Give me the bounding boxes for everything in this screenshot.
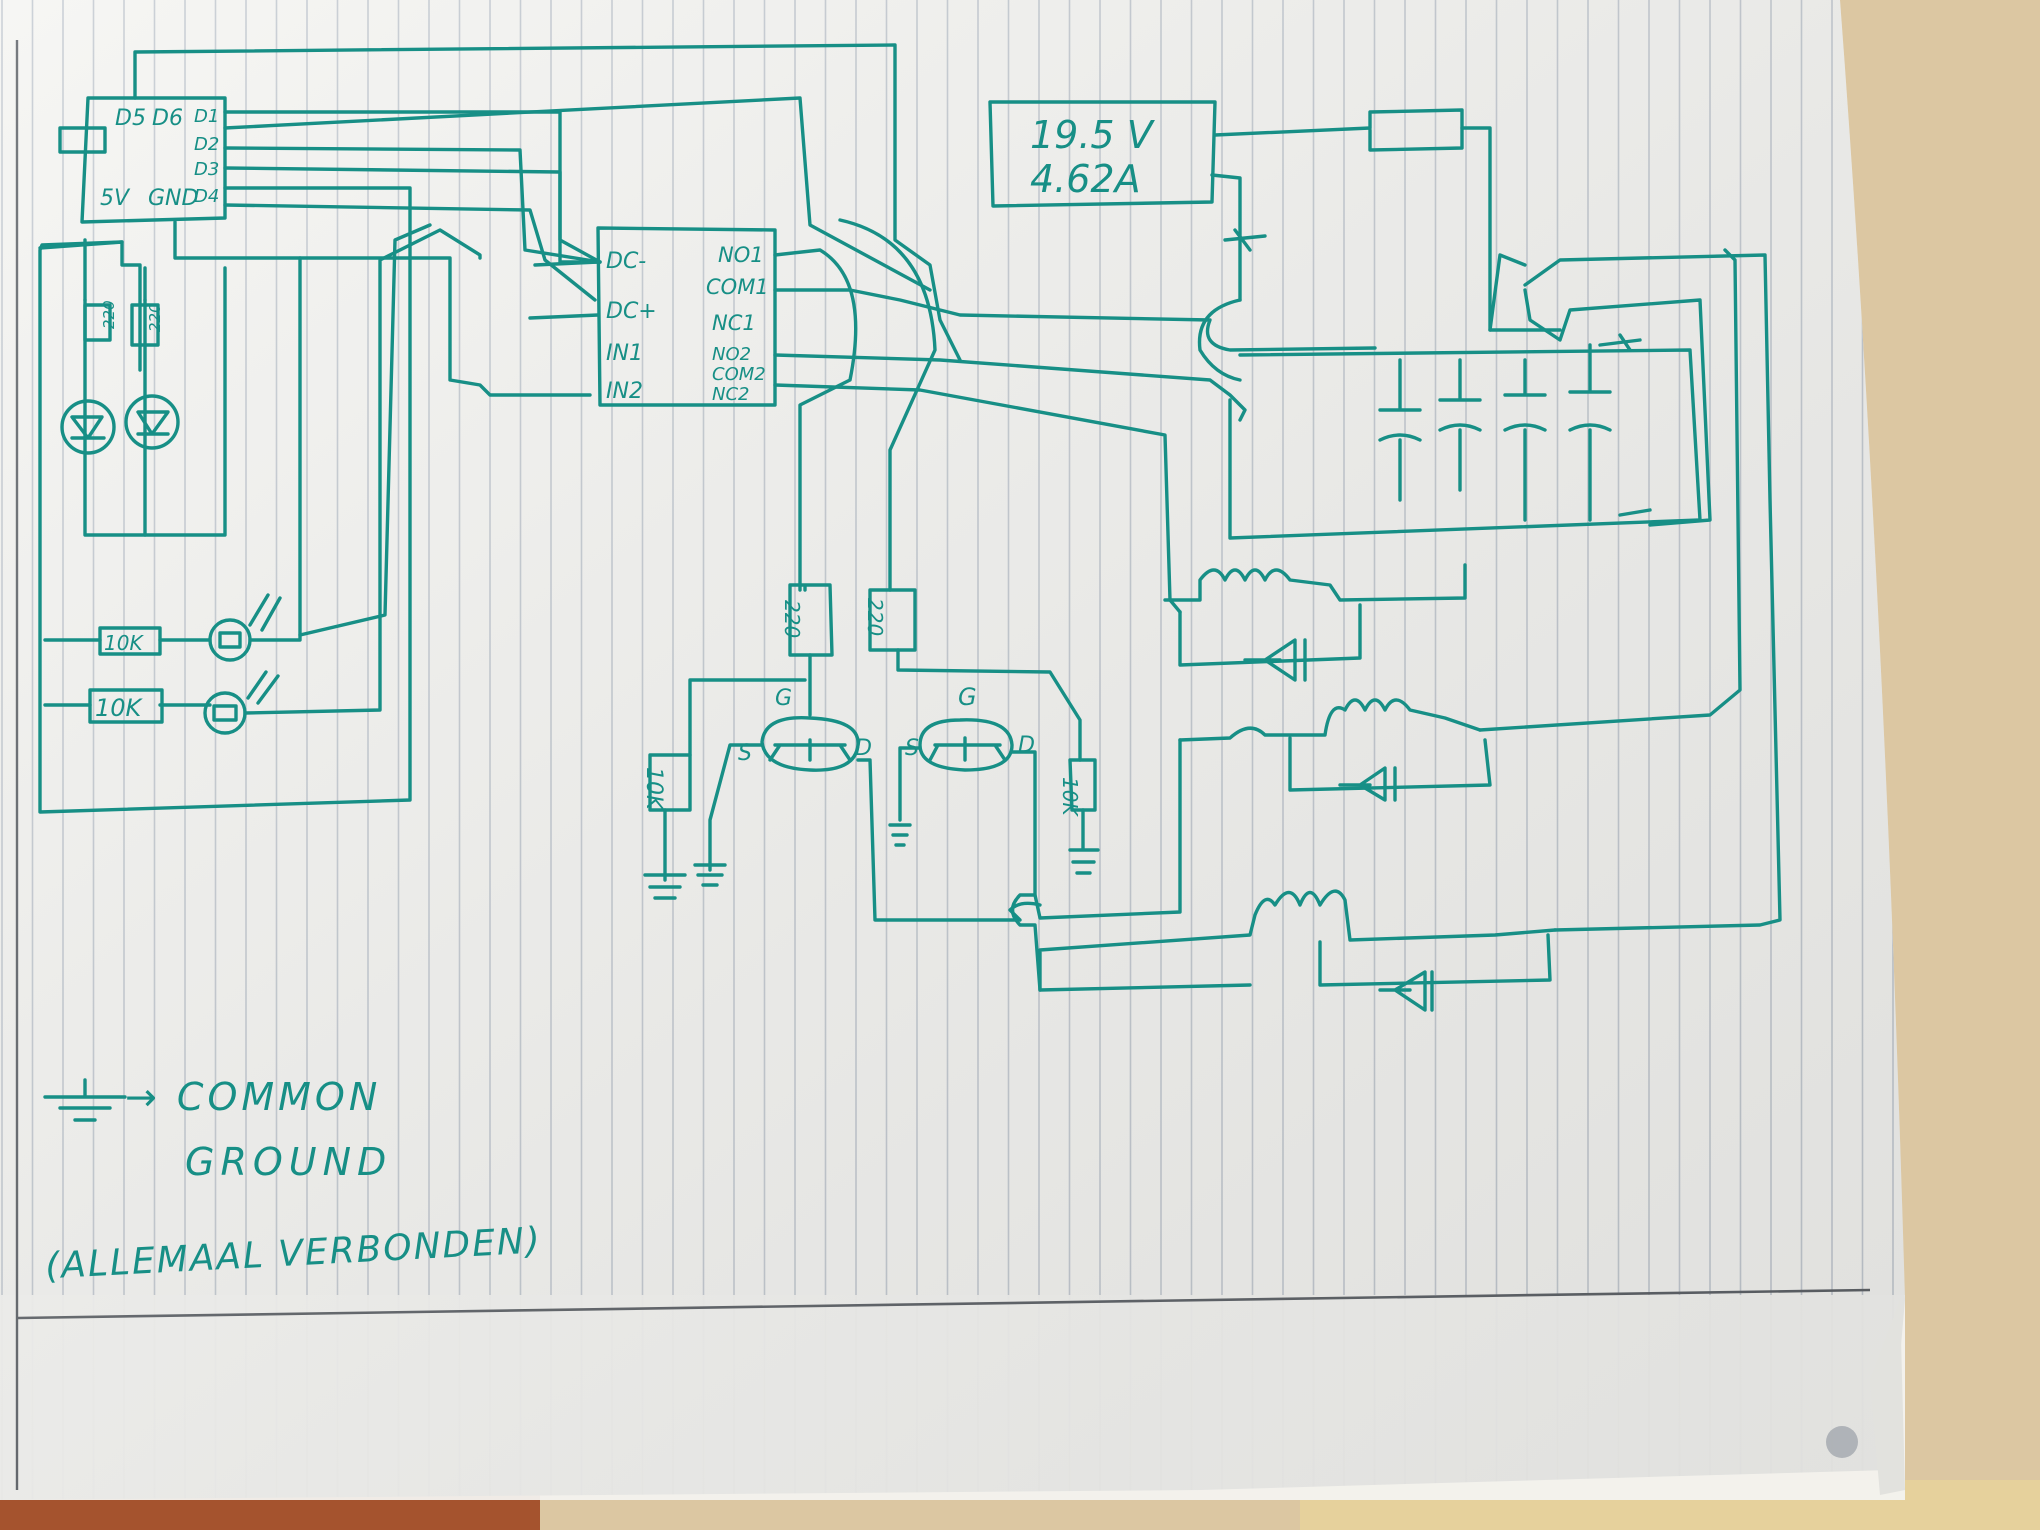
- legend-line-2: GROUND: [185, 1140, 392, 1184]
- capacitor-2-icon: [1438, 358, 1482, 492]
- diode-2-icon: [1338, 766, 1397, 802]
- sheet-hole-icon: [1826, 1426, 1858, 1458]
- ldr-branch: 10K 10K: [43, 223, 482, 735]
- relay-pin-nc2: NC2: [712, 384, 750, 405]
- power-supply: 19.5 V 4.62A: [988, 100, 1562, 382]
- resistor-10k-a-label: 10K: [104, 631, 144, 655]
- ground-symbol-icon: [43, 1078, 127, 1122]
- pin-d4: D4: [194, 186, 219, 207]
- gate-resistor-2-label: 220: [863, 598, 887, 636]
- relay-pin-nc1: NC1: [712, 311, 756, 335]
- pulldown-1-label: 10K: [641, 767, 666, 811]
- usb-connector: [58, 126, 107, 154]
- capacitor-3-icon: [1503, 358, 1547, 522]
- relay-pin-in1: IN1: [606, 341, 643, 366]
- coil-diode-2: [1178, 698, 1492, 802]
- led-a-icon: [60, 399, 116, 455]
- capacitor-1-icon: [1378, 358, 1422, 502]
- capacitor-4-icon: [1568, 343, 1612, 522]
- pulldown-2-label: 10K: [1058, 777, 1082, 817]
- supply-current: 4.62A: [1030, 157, 1141, 201]
- led-b-icon: [124, 394, 180, 450]
- arduino-board: D5 D6 D1 D2 D3 D4 5V GND: [58, 96, 227, 224]
- pin-d5: D5: [115, 106, 146, 131]
- pin-gnd: GND: [148, 186, 198, 211]
- mosfet-2-icon: [918, 718, 1014, 772]
- pin-d3: D3: [194, 159, 219, 180]
- legend-line-1: → COMMON: [125, 1075, 381, 1119]
- relay-pin-no2: NO2: [712, 344, 751, 365]
- relay-pin-dc-plus: DC+: [606, 299, 657, 324]
- coil-diode-3: [1038, 889, 1557, 1012]
- relay-pin-com1: COM1: [706, 275, 769, 299]
- pin-5v: 5V: [100, 186, 131, 211]
- coil-diode-1: [1163, 563, 1467, 682]
- relay-pin-no1: NO1: [718, 243, 764, 267]
- right-loop-wires: [1478, 248, 1782, 932]
- resistor-10k-b-label: 10K: [95, 694, 144, 722]
- pulldown-2: [1068, 758, 1097, 812]
- resistor-10k-a: [98, 626, 162, 656]
- pulldown-1: [648, 753, 692, 812]
- mosfet-1: 220 G S D 10K: [641, 583, 1042, 922]
- resistor-220-b-label: 220: [146, 303, 164, 332]
- resistor-10k-b: [88, 688, 164, 724]
- mosfet-1-icon: [760, 716, 860, 772]
- mosfet-2: 220 G S D 10K: [863, 588, 1252, 992]
- ground-mark-a: [1598, 333, 1642, 352]
- capacitor-bank: [1228, 288, 1712, 540]
- led-branch: 220 220: [60, 238, 227, 537]
- supply-voltage: 19.5 V: [1030, 113, 1156, 157]
- relay-pin-dc-minus: DC-: [606, 249, 646, 274]
- gate-resistor-1-label: 220: [780, 600, 804, 638]
- pin-d1: D1: [194, 106, 219, 127]
- paper-sheet: [0, 0, 1905, 1500]
- mosfet-1-source-label: S: [738, 741, 752, 766]
- relay-module: DC- DC+ IN1 IN2 NO1 COM1 NC1 NO2 COM2 NC…: [528, 226, 777, 407]
- mosfet-1-drain-label: D: [855, 736, 872, 761]
- diode-3-icon: [1378, 970, 1434, 1012]
- relay-pin-in2: IN2: [606, 379, 643, 404]
- supply-fuse-icon: [1223, 228, 1267, 252]
- resistor-220-b: [130, 303, 160, 347]
- ground-mark-b: [1618, 508, 1652, 517]
- resistor-220-a: [83, 303, 112, 342]
- relay-pin-com2: COM2: [712, 364, 766, 385]
- mosfet-2-gate-label: G: [958, 683, 977, 711]
- resistor-220-a-label: 220: [100, 300, 118, 329]
- gate-resistor-2: [868, 588, 917, 652]
- diode-1-icon: [1243, 638, 1307, 682]
- pin-d6: D6: [152, 106, 183, 131]
- relay-output-wires: [773, 218, 1377, 614]
- mosfet-1-gate-label: G: [775, 686, 792, 711]
- pin-d2: D2: [194, 134, 219, 155]
- gate-resistor-1: [788, 583, 834, 657]
- mosfet-2-drain-label: D: [1018, 733, 1035, 758]
